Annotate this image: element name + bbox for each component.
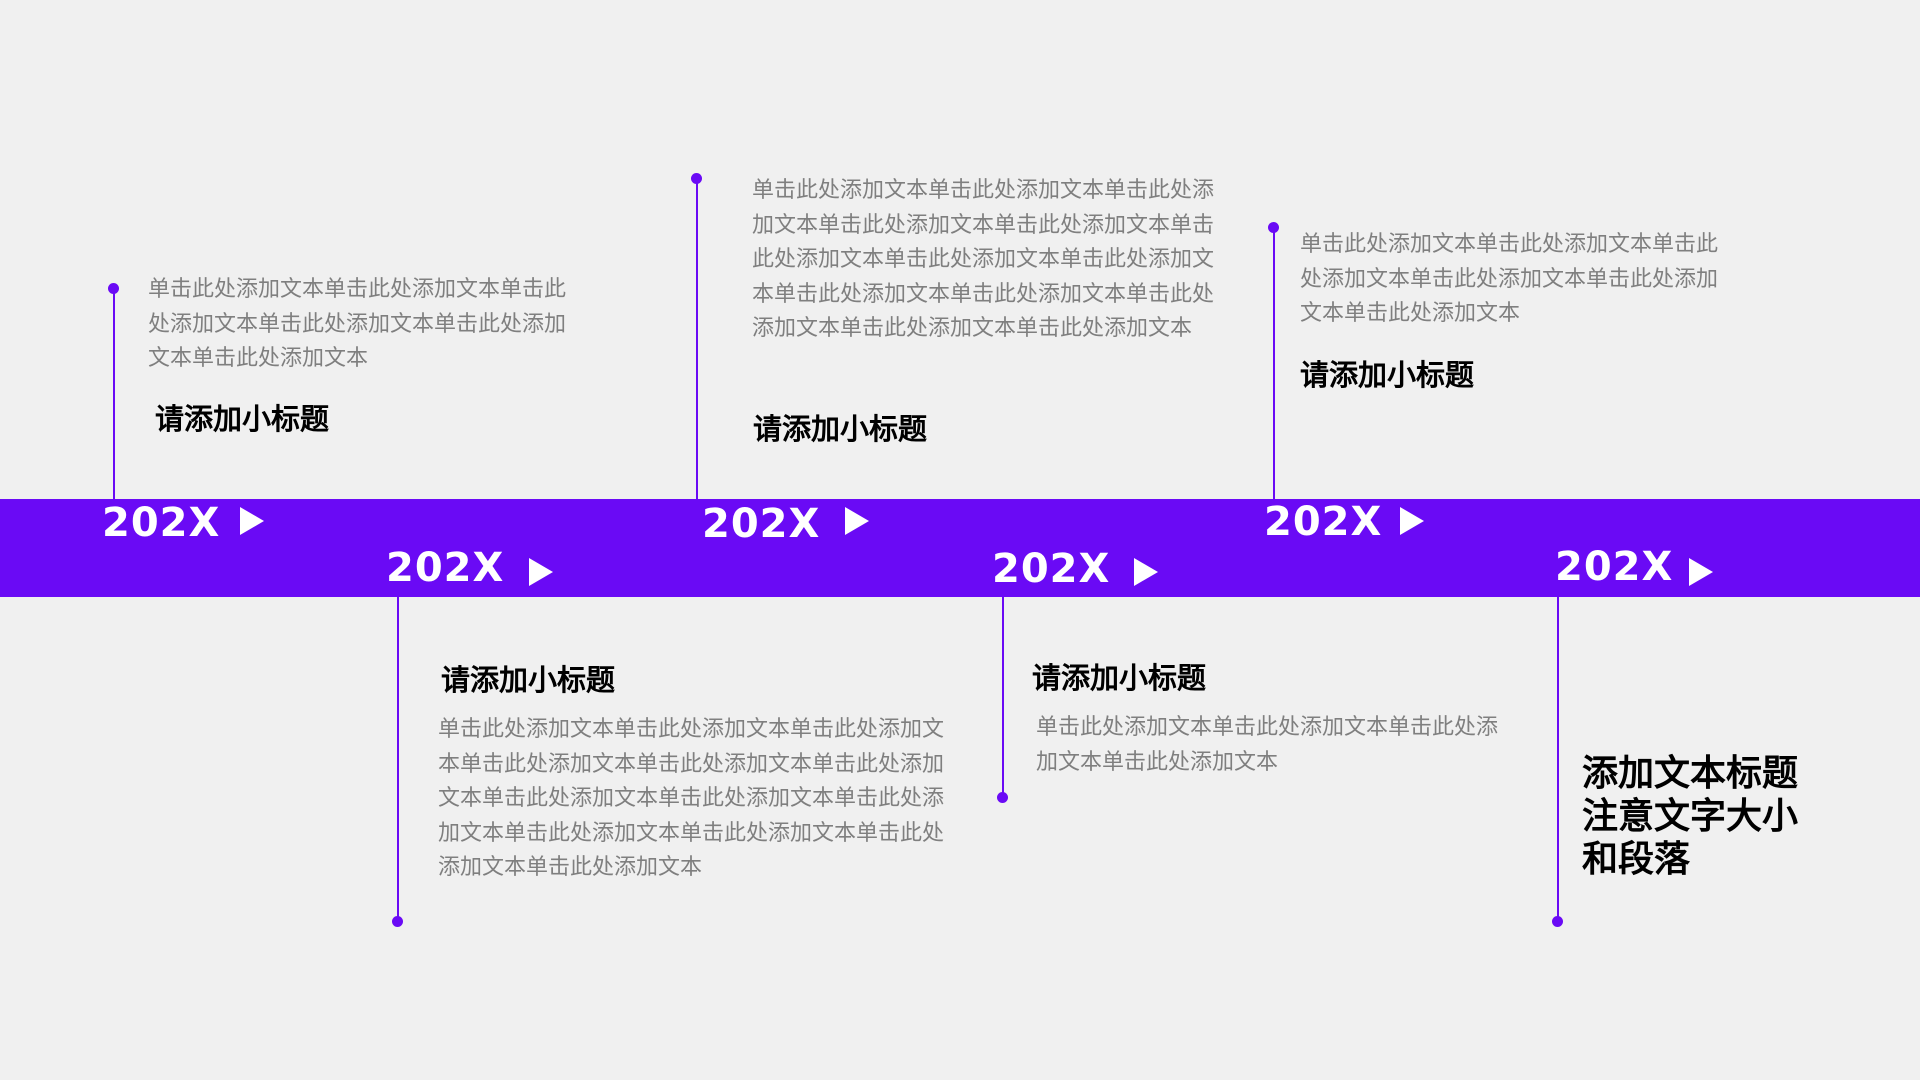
item-5-text: 单击此处添加文本单击此处添加文本单击此处添加文本单击此处添加文本单击此处添加文本… [1300,232,1719,326]
item-1-subtitle: 请添加小标题 [155,402,330,436]
timeline-connector [1002,597,1004,797]
item-3-year: 202X [702,501,821,547]
timeline-dot [108,283,119,294]
timeline-connector [696,178,698,499]
item-3-subtitle: 请添加小标题 [753,412,928,446]
item-4-subtitle: 请添加小标题 [1032,661,1207,695]
timeline-connector [1273,227,1275,499]
timeline-dot [691,173,702,184]
play-arrow-icon [240,507,264,535]
timeline-band [0,499,1920,597]
timeline-connector [397,597,399,921]
timeline-dot [997,792,1008,803]
play-arrow-icon [845,507,869,535]
item-1-year: 202X [102,500,221,546]
timeline-dot [1268,222,1279,233]
play-arrow-icon [1400,507,1424,535]
play-arrow-icon [1689,558,1713,586]
play-arrow-icon [1134,558,1158,586]
timeline-connector [1557,597,1559,921]
item-6-year: 202X [1555,544,1674,590]
item-2-year: 202X [386,545,505,591]
timeline-dot [392,916,403,927]
item-4-year: 202X [992,546,1111,592]
play-arrow-icon [529,558,553,586]
timeline-dot [1552,916,1563,927]
item-4-text: 单击此处添加文本单击此处添加文本单击此处添加文本单击此处添加文本 [1036,715,1499,775]
item-2-subtitle: 请添加小标题 [441,663,616,697]
item-3-text: 单击此处添加文本单击此处添加文本单击此处添加文本单击此处添加文本单击此处添加文本… [752,178,1215,341]
item-5-year: 202X [1264,499,1383,545]
timeline-connector [113,288,115,499]
item-6-title: 添加文本标题注意文字大小和段落 [1582,753,1799,880]
item-1-text: 单击此处添加文本单击此处添加文本单击此处添加文本单击此处添加文本单击此处添加文本… [148,277,567,371]
item-5-subtitle: 请添加小标题 [1300,358,1475,392]
item-2-text: 单击此处添加文本单击此处添加文本单击此处添加文本单击此处添加文本单击此处添加文本… [438,717,945,880]
